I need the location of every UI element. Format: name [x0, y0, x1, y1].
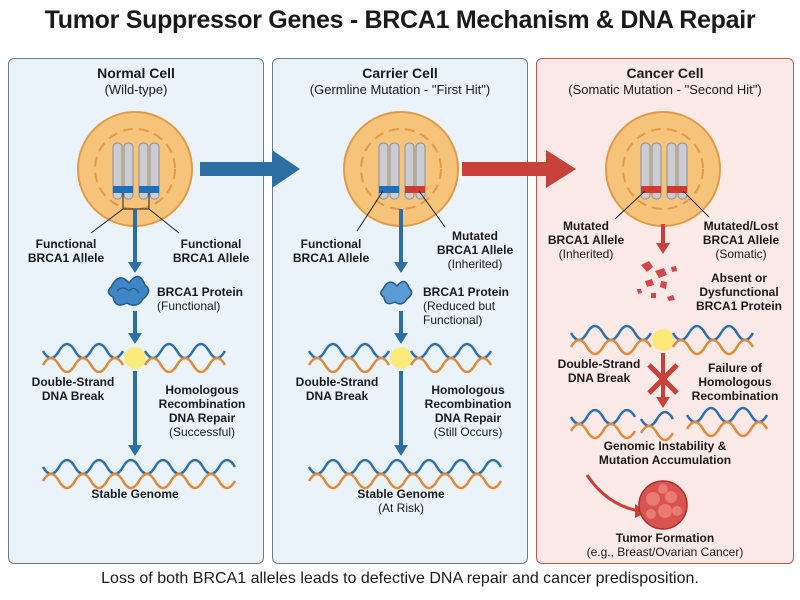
cancer-instability-label: Genomic Instability &Mutation Accumulati…	[598, 439, 732, 467]
fragmented-protein-icon	[637, 261, 677, 301]
chromosome-icon	[666, 142, 688, 200]
cancer-panel-subtitle: (Somatic Mutation - "Second Hit")	[568, 82, 762, 97]
chromosome-icon	[404, 142, 426, 200]
cancer-outcome-label: Tumor Formation(e.g., Breast/Ovarian Can…	[586, 531, 744, 559]
normal-protein-label: BRCA1 Protein(Functional)	[157, 285, 244, 313]
dna-break-icon	[307, 342, 493, 374]
stable-dna-icon	[41, 458, 237, 490]
carrier-panel-title: Carrier Cell	[362, 65, 438, 81]
cancer-panel-title: Cancer Cell	[626, 65, 704, 81]
dna-break-icon	[41, 342, 227, 374]
page-caption: Loss of both BRCA1 alleles leads to defe…	[101, 570, 699, 587]
carrier-panel-graphics	[307, 111, 503, 490]
cancer-panel-graphics	[569, 111, 769, 530]
chromosome-icon	[138, 142, 160, 200]
unstable-dna-icon	[569, 406, 769, 442]
page-title: Tumor Suppressor Genes - BRCA1 Mechanism…	[44, 6, 756, 34]
brca1-protein-icon	[107, 275, 150, 306]
normal-to-carrier-arrow-icon	[200, 150, 300, 188]
chromosome-icon	[112, 142, 134, 200]
carrier-to-cancer-arrow-icon	[462, 150, 576, 188]
cancer-cell-panel: Cancer Cell (Somatic Mutation - "Second …	[536, 58, 794, 564]
carrier-chromosome-pair-icon	[378, 142, 426, 200]
brca1-protein-icon	[380, 280, 413, 305]
carrier-outcome-label: Stable Genome(At Risk)	[357, 487, 445, 515]
chromosome-icon	[640, 142, 662, 200]
normal-chromosome-pair-icon	[112, 142, 160, 200]
normal-outcome-label: Stable Genome	[91, 487, 179, 501]
stable-dna-icon	[307, 458, 503, 490]
tumor-icon	[638, 480, 688, 530]
normal-cell-panel: Normal Cell (Wild-type)	[8, 58, 264, 564]
dna-break-icon	[569, 324, 755, 356]
carrier-panel-subtitle: (Germline Mutation - "First Hit")	[309, 82, 491, 97]
normal-panel-graphics	[41, 111, 237, 490]
normal-panel-subtitle: (Wild-type)	[104, 82, 168, 97]
failure-x-icon	[647, 363, 679, 395]
normal-panel-title: Normal Cell	[97, 65, 175, 81]
chromosome-icon	[378, 142, 400, 200]
carrier-cell-panel: Carrier Cell (Germline Mutation - "First…	[272, 58, 528, 564]
cancer-chromosome-pair-icon	[640, 142, 688, 200]
